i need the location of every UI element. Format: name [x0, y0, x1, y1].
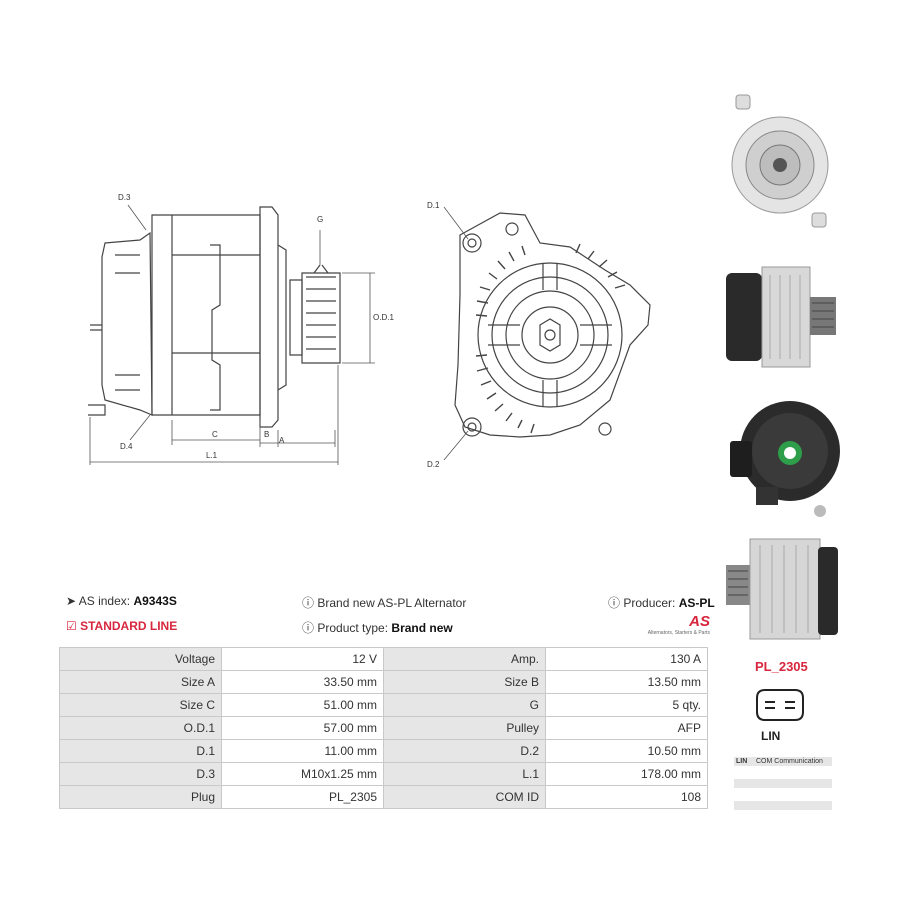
standard-line: ☑ STANDARD LINE: [66, 619, 177, 633]
com-list: LIN COM Communication: [734, 757, 832, 812]
logo-tagline: Alternators, Starters & Parts: [647, 630, 710, 636]
product-photo-side[interactable]: [722, 245, 842, 385]
spec-label: D.2: [383, 739, 546, 763]
product-photo-front[interactable]: [722, 85, 842, 245]
spec-label: D.1: [59, 739, 222, 763]
info-icon: ⓘ: [302, 621, 315, 635]
label-b: B: [264, 430, 270, 439]
product-type-value: Brand new: [391, 621, 453, 635]
spec-value: 10.50 mm: [545, 739, 708, 763]
label-d3: D.3: [118, 193, 131, 202]
front-view-drawing: [443, 206, 651, 460]
as-index-value: A9343S: [133, 594, 177, 608]
description: ⓘ Brand new AS-PL Alternator: [302, 594, 466, 611]
label-d2: D.2: [427, 460, 440, 469]
spec-label: Plug: [59, 785, 222, 809]
producer: ⓘ Producer: AS-PL: [608, 594, 715, 611]
spec-value: AFP: [545, 716, 708, 740]
spec-label: O.D.1: [59, 716, 222, 740]
checkbox-icon: ☑: [66, 619, 77, 633]
com-row-empty: [734, 779, 832, 788]
spec-label: Amp.: [383, 647, 546, 671]
spec-value: 5 qty.: [545, 693, 708, 717]
spec-value: 51.00 mm: [221, 693, 384, 717]
spec-label: L.1: [383, 762, 546, 786]
spec-value: 11.00 mm: [221, 739, 384, 763]
label-c: C: [212, 430, 218, 439]
spec-label: COM ID: [383, 785, 546, 809]
spec-label: D.3: [59, 762, 222, 786]
plug-type: LIN: [761, 729, 781, 743]
plug-connector-icon: [756, 689, 804, 721]
spec-label: Pulley: [383, 716, 546, 740]
com-row-empty: [734, 768, 832, 777]
brand-logo: AS Alternators, Starters & Parts: [645, 613, 710, 637]
label-od1: O.D.1: [373, 313, 394, 322]
product-photo-rear[interactable]: [722, 385, 842, 525]
info-icon: ⓘ: [608, 596, 621, 610]
spec-value: PL_2305: [221, 785, 384, 809]
label-l1: L.1: [206, 451, 218, 460]
spec-label: Voltage: [59, 647, 222, 671]
spec-value: 178.00 mm: [545, 762, 708, 786]
com-row-empty: [734, 801, 832, 810]
spec-label: Size B: [383, 670, 546, 694]
logo-mark: AS: [689, 613, 710, 630]
spec-value: M10x1.25 mm: [221, 762, 384, 786]
spec-label: Size A: [59, 670, 222, 694]
product-type-label: Product type:: [317, 621, 389, 635]
spec-value: 130 A: [545, 647, 708, 671]
label-g: G: [317, 215, 324, 224]
spec-value: 13.50 mm: [545, 670, 708, 694]
product-type: ⓘ Product type: Brand new: [302, 619, 453, 636]
producer-value: AS-PL: [678, 596, 715, 610]
as-index-label: AS index:: [78, 594, 131, 608]
spec-value: 33.50 mm: [221, 670, 384, 694]
spec-value: 57.00 mm: [221, 716, 384, 740]
standard-line-label: STANDARD LINE: [80, 619, 178, 633]
side-view-drawing: [88, 204, 375, 465]
producer-label: Producer:: [623, 596, 676, 610]
label-d1: D.1: [427, 201, 440, 210]
label-a: A: [279, 436, 285, 445]
spec-label: G: [383, 693, 546, 717]
com-name: COM Communication: [756, 758, 823, 765]
info-icon: ⓘ: [302, 596, 315, 610]
label-d4: D.4: [120, 442, 133, 451]
plug-code: PL_2305: [755, 659, 808, 674]
description-text: Brand new AS-PL Alternator: [317, 596, 467, 610]
com-row: LIN COM Communication: [734, 757, 832, 766]
tag-icon: ➤: [66, 594, 77, 608]
spec-value: 108: [545, 785, 708, 809]
com-row-empty: [734, 790, 832, 799]
spec-label: Size C: [59, 693, 222, 717]
product-photo-top[interactable]: [722, 525, 842, 650]
as-index: ➤ AS index: A9343S: [66, 594, 177, 608]
com-code: LIN: [736, 758, 748, 765]
spec-value: 12 V: [221, 647, 384, 671]
